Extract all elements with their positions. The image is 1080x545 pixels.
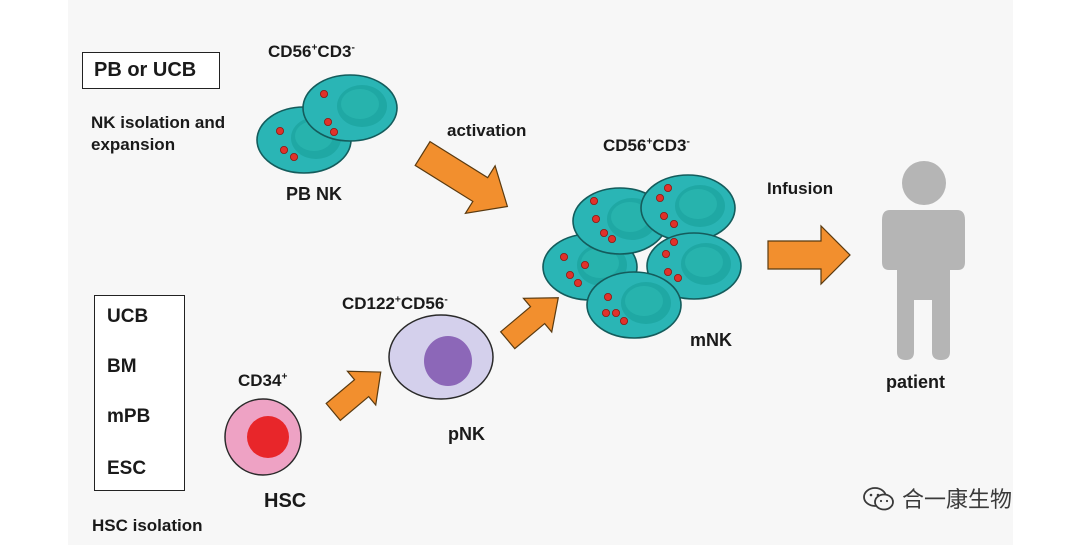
infusion-label: Infusion xyxy=(767,179,834,198)
pnk-label: pNK xyxy=(448,424,485,444)
patient-icon xyxy=(882,161,965,360)
pb-nk-cells xyxy=(256,74,398,174)
hsc-isolation-label: HSC isolation xyxy=(92,516,203,535)
mnk-marker: CD56+CD3- xyxy=(603,136,690,155)
hsc-marker: CD34+ xyxy=(238,371,288,390)
hsc-cell xyxy=(224,398,302,476)
wechat-icon xyxy=(863,487,894,511)
top-source-label: PB or UCB xyxy=(94,59,197,81)
bottom-source-box: UCB BM mPB ESC xyxy=(94,295,185,491)
activation-arrow xyxy=(414,140,509,215)
diagram-background xyxy=(68,0,1013,545)
source-mpb: mPB xyxy=(107,406,151,427)
hsc-label: HSC xyxy=(264,490,307,512)
mnk-label: mNK xyxy=(690,330,733,350)
patient-label: patient xyxy=(886,372,946,392)
hsc-to-pnk-arrow xyxy=(325,370,382,422)
source-ucb: UCB xyxy=(107,306,149,327)
pnk-cell xyxy=(388,314,494,400)
activation-label: activation xyxy=(447,121,527,140)
pbnk-marker: CD56+CD3- xyxy=(268,42,355,61)
nk-isolation-line1: NK isolation and xyxy=(91,113,226,132)
source-bm: BM xyxy=(107,356,137,377)
watermark-text: 合一康生物 xyxy=(902,488,1013,513)
mnk-cell-cluster xyxy=(542,174,742,339)
infusion-arrow xyxy=(767,224,851,286)
nk-isolation-line2: expansion xyxy=(91,135,176,154)
source-esc: ESC xyxy=(107,458,147,479)
pbnk-label: PB NK xyxy=(286,184,343,204)
pnk-to-mnk-arrow xyxy=(499,297,560,350)
top-source-box: PB or UCB xyxy=(82,52,220,89)
pnk-marker: CD122+CD56- xyxy=(342,294,448,313)
